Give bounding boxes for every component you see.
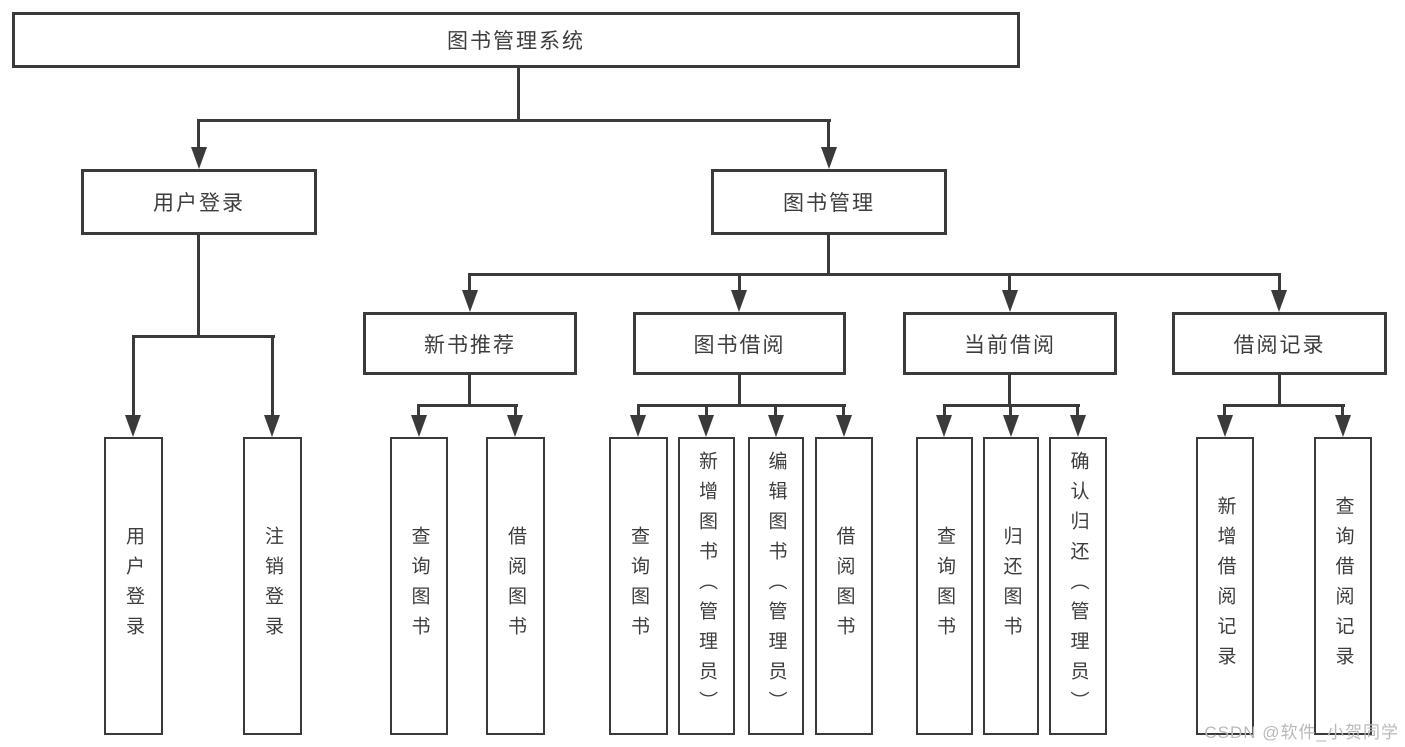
connector-to-leaf-logout	[271, 335, 274, 417]
csdn-watermark: CSDN @软件_小贺同学	[1204, 723, 1399, 742]
connector-bookborrow-bus	[637, 404, 846, 407]
connector-bookborrow-stem	[738, 375, 741, 407]
connector-to-book-management	[827, 119, 830, 149]
connector-to-new-book	[468, 273, 471, 293]
arrowhead-to-leaf-confirm-return	[1070, 415, 1086, 437]
connector-to-leaf-query-books-3	[943, 404, 946, 418]
arrowhead-to-leaf-borrow-books-2	[836, 415, 852, 437]
leaf-borrow-books-label: 借阅图书	[833, 526, 855, 646]
node-user-login: 用户登录	[81, 169, 317, 235]
connector-bookmgmt-stem	[827, 233, 830, 276]
leaf-borrow-books-recommend-label: 借阅图书	[505, 526, 526, 646]
leaf-query-books-borrow: 查询图书	[609, 437, 668, 735]
node-new-book-recommend: 新书推荐	[363, 312, 577, 375]
arrowhead-to-leaf-return-books	[1003, 415, 1019, 437]
leaf-query-books-recommend: 查询图书	[390, 437, 448, 735]
arrowhead-to-new-book	[462, 290, 478, 312]
arrowhead-to-leaf-query-books-3	[936, 415, 952, 437]
arrowhead-to-current-borrow	[1002, 290, 1018, 312]
node-borrow-records: 借阅记录	[1172, 312, 1387, 375]
leaf-return-books-label: 归还图书	[1000, 526, 1022, 646]
arrowhead-to-book-management	[821, 147, 837, 169]
leaf-confirm-return-admin-label: 确认归还（管理员）	[1067, 451, 1089, 721]
node-book-borrow: 图书借阅	[633, 312, 846, 375]
leaf-query-borrow-record-label: 查询借阅记录	[1332, 496, 1354, 676]
leaf-add-books-admin: 新增图书（管理员）	[678, 437, 735, 735]
leaf-query-books-recommend-label: 查询图书	[408, 526, 430, 646]
connector-to-leaf-query-books-2	[637, 404, 640, 418]
connector-userlogin-bus	[132, 335, 275, 338]
node-root-library-system: 图书管理系统	[12, 12, 1020, 68]
node-book-management: 图书管理	[711, 169, 947, 235]
node-current-borrow: 当前借阅	[903, 312, 1117, 375]
leaf-query-borrow-record: 查询借阅记录	[1314, 437, 1372, 735]
leaf-edit-books-admin: 编辑图书（管理员）	[748, 437, 804, 735]
leaf-logout-label: 注销登录	[262, 526, 283, 646]
leaf-query-books-current: 查询图书	[916, 437, 973, 735]
arrowhead-to-book-borrow	[731, 290, 747, 312]
leaf-query-books-borrow-label: 查询图书	[628, 526, 649, 646]
connector-newbook-stem	[468, 375, 471, 407]
connector-bookmgmt-bus	[468, 273, 1281, 276]
connector-to-leaf-query-books-1	[417, 404, 420, 418]
connector-to-leaf-confirm-return	[1076, 404, 1079, 418]
connector-to-leaf-user-login	[132, 335, 135, 417]
connector-currentborrow-stem	[1008, 375, 1011, 407]
leaf-add-borrow-record: 新增借阅记录	[1196, 437, 1254, 735]
leaf-logout: 注销登录	[243, 437, 302, 735]
leaf-return-books: 归还图书	[983, 437, 1039, 735]
arrowhead-to-leaf-edit-books	[768, 415, 784, 437]
connector-root-stem	[517, 67, 520, 121]
connector-to-leaf-borrow-books-1	[514, 404, 517, 418]
connector-to-leaf-return-books	[1009, 404, 1012, 418]
leaf-user-login-label: 用户登录	[123, 526, 144, 646]
arrowhead-to-leaf-query-record	[1335, 415, 1351, 437]
connector-to-book-borrow	[738, 273, 741, 293]
leaf-query-books-current-label: 查询图书	[934, 526, 955, 646]
connector-to-leaf-add-record	[1223, 404, 1226, 418]
arrowhead-to-user-login	[191, 147, 207, 169]
arrowhead-to-leaf-query-books-1	[411, 415, 427, 437]
arrowhead-to-leaf-add-record	[1217, 415, 1233, 437]
leaf-borrow-books-recommend: 借阅图书	[486, 437, 545, 735]
connector-userlogin-stem	[197, 235, 200, 337]
connector-to-leaf-edit-books	[774, 404, 777, 418]
connector-newbook-bus	[417, 404, 518, 407]
connector-records-stem	[1278, 375, 1281, 407]
connector-to-current-borrow	[1008, 273, 1011, 293]
connector-root-bus	[197, 119, 831, 122]
leaf-add-borrow-record-label: 新增借阅记录	[1214, 496, 1236, 676]
leaf-add-books-admin-label: 新增图书（管理员）	[696, 451, 717, 721]
connector-to-leaf-add-books	[705, 404, 708, 418]
leaf-user-login: 用户登录	[104, 437, 163, 735]
leaf-confirm-return-admin: 确认归还（管理员）	[1049, 437, 1107, 735]
arrowhead-to-leaf-user-login	[125, 415, 141, 437]
arrowhead-to-borrow-records	[1271, 290, 1287, 312]
arrowhead-to-leaf-query-books-2	[630, 415, 646, 437]
leaf-edit-books-admin-label: 编辑图书（管理员）	[765, 451, 787, 721]
arrowhead-to-leaf-borrow-books-1	[507, 415, 523, 437]
connector-records-bus	[1223, 404, 1345, 407]
connector-to-borrow-records	[1278, 273, 1281, 293]
arrowhead-to-leaf-add-books	[698, 415, 714, 437]
connector-to-leaf-borrow-books-2	[842, 404, 845, 418]
connector-to-leaf-query-record	[1341, 404, 1344, 418]
connector-to-user-login	[197, 119, 200, 149]
leaf-borrow-books: 借阅图书	[815, 437, 873, 735]
arrowhead-to-leaf-logout	[264, 415, 280, 437]
